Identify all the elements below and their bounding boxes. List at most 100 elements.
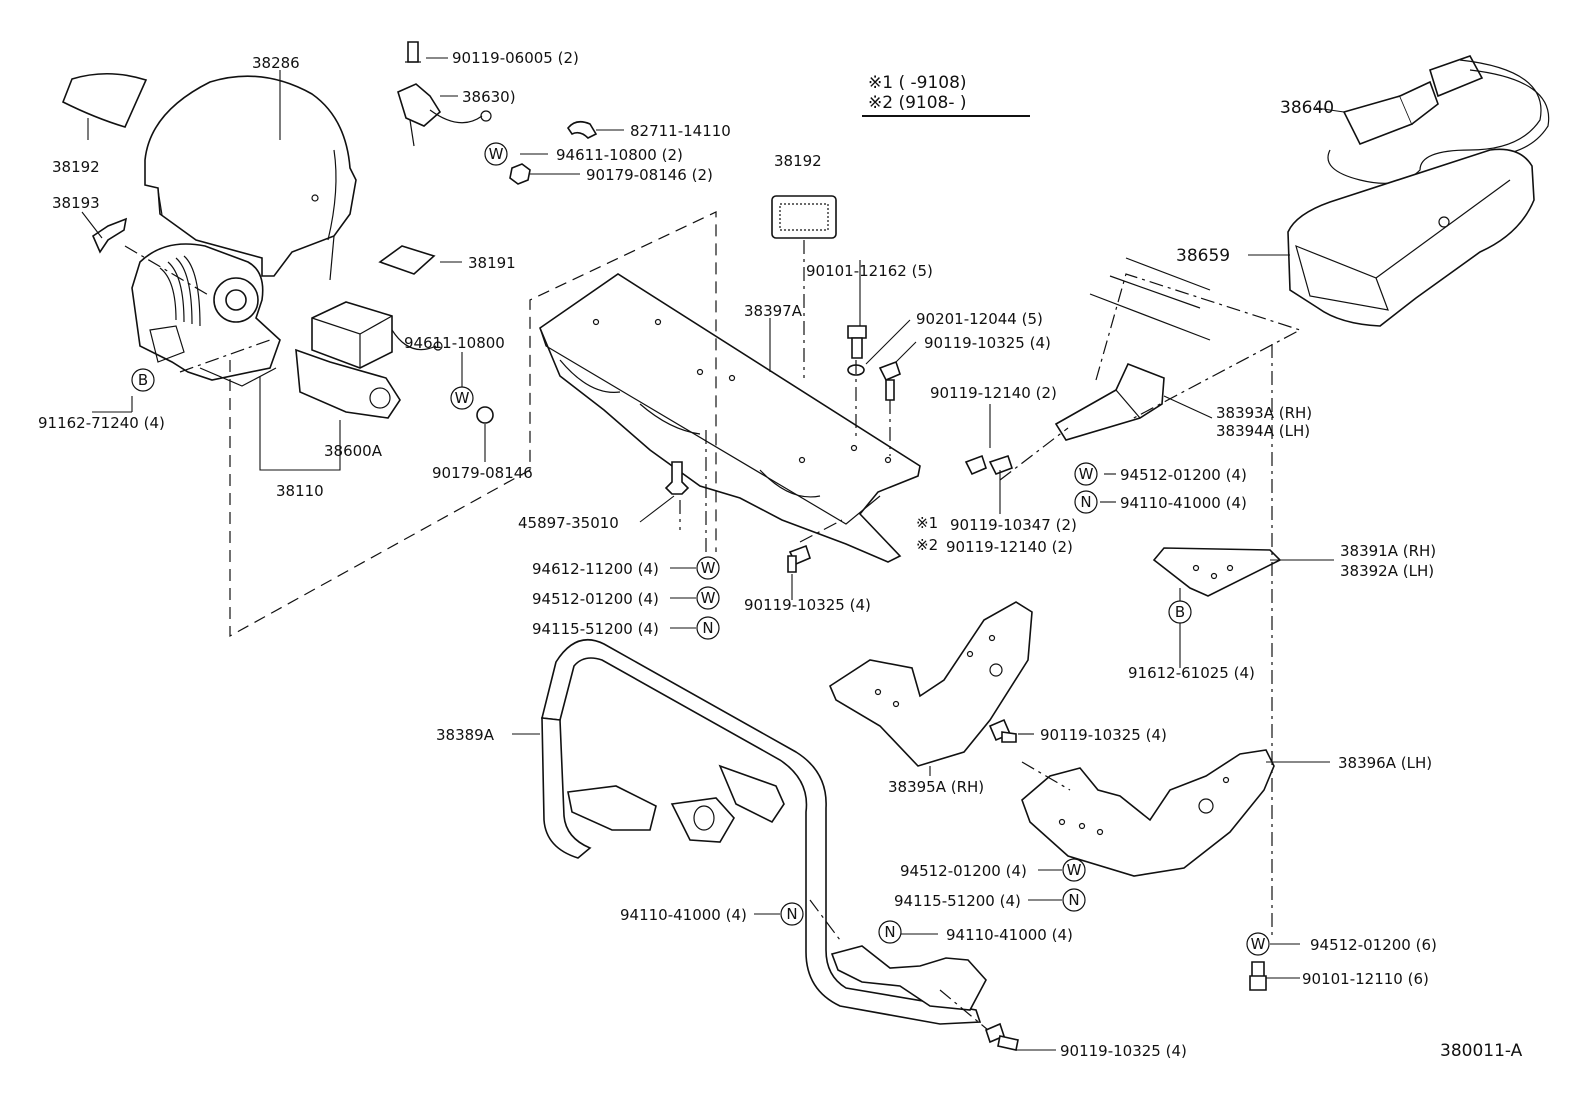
cover-seal-strip xyxy=(91,217,128,254)
label-38659: 38659 xyxy=(1176,246,1230,266)
label-38395a: 38395A (RH) xyxy=(888,778,984,796)
label-82711: 82711-14110 xyxy=(630,122,731,140)
bracket-38391a xyxy=(1152,547,1282,597)
label-mark-1: ※1 xyxy=(916,514,938,532)
nut-symbol: N xyxy=(696,616,720,640)
label-38389a: 38389A xyxy=(436,726,495,744)
legend-note-2: ※2 (9108- ) xyxy=(868,93,967,113)
label-38391a: 38391A (RH) xyxy=(1340,542,1436,560)
nut-symbol-text: N xyxy=(1068,891,1079,909)
nut-symbol-text: N xyxy=(786,905,797,923)
label-38392a: 38392A (LH) xyxy=(1340,562,1434,580)
label-94115-b: 94115-51200 (4) xyxy=(894,892,1021,910)
label-94512-c: 94512-01200 (4) xyxy=(900,862,1027,880)
label-90119-10325-b: 90119-10325 (4) xyxy=(744,596,871,614)
label-38396a: 38396A (LH) xyxy=(1338,754,1432,772)
wire-harness-38630 xyxy=(397,83,492,147)
washer-symbol: W xyxy=(484,142,508,166)
label-90119-12140-a: 90119-12140 (2) xyxy=(930,384,1057,402)
nut-symbol-text: N xyxy=(1080,493,1091,511)
bolt-90101-12110 xyxy=(1249,961,1267,991)
bolt-90119-mid xyxy=(988,718,1017,743)
nut-symbol: N xyxy=(1062,888,1086,912)
bolt-90119-bottom xyxy=(985,1022,1019,1051)
label-90101-12110: 90101-12110 (6) xyxy=(1302,970,1429,988)
label-90201: 90201-12044 (5) xyxy=(916,310,1043,328)
nut-assembly xyxy=(476,406,494,424)
label-38286: 38286 xyxy=(252,54,300,72)
nut-symbol: N xyxy=(780,902,804,926)
washer-symbol: W xyxy=(450,386,474,410)
label-90119-10325-c: 90119-10325 (4) xyxy=(1040,726,1167,744)
label-45897: 45897-35010 xyxy=(518,514,619,532)
nut-symbol: N xyxy=(878,920,902,944)
label-94611-2: 94611-10800 (2) xyxy=(556,146,683,164)
switch-bolt xyxy=(405,41,421,63)
washer-symbol: W xyxy=(1062,858,1086,882)
nut-symbol: N xyxy=(1074,490,1098,514)
nut-symbol-text: N xyxy=(702,619,713,637)
bolt-90119-bottom-cross xyxy=(787,544,811,573)
label-94110-c: 94110-41000 (4) xyxy=(946,926,1073,944)
legend-note-1: ※1 ( -9108) xyxy=(868,73,967,93)
washer-symbol-text: W xyxy=(489,145,504,163)
washer-symbol-text: W xyxy=(701,559,716,577)
bolt-90119-top xyxy=(878,360,901,401)
label-94110-a: 94110-41000 (4) xyxy=(1120,494,1247,512)
label-38600a: 38600A xyxy=(324,442,383,460)
label-90101-12162: 90101-12162 (5) xyxy=(806,262,933,280)
label-94611: 94611-10800 xyxy=(404,334,505,352)
label-mark-2: ※2 xyxy=(916,536,938,554)
label-94612: 94612-11200 (4) xyxy=(532,560,659,578)
label-38191: 38191 xyxy=(468,254,516,272)
nut-90179-top xyxy=(509,163,531,185)
washer-symbol: W xyxy=(1074,462,1098,486)
winch-cover-label-pad xyxy=(61,72,148,128)
nut-symbol-text: N xyxy=(884,923,895,941)
washer-symbol: W xyxy=(696,556,720,580)
label-90179-2: 90179-08146 (2) xyxy=(586,166,713,184)
washer-symbol-text: W xyxy=(1067,861,1082,879)
washer-symbol-text: W xyxy=(1251,935,1266,953)
bolt-90101-12162 xyxy=(847,325,867,359)
case-38659 xyxy=(1287,148,1535,327)
label-90119-06005: 90119-06005 (2) xyxy=(452,49,579,67)
label-38191 xyxy=(378,245,436,275)
washer-symbol-text: W xyxy=(1079,465,1094,483)
washer-symbol: W xyxy=(1246,932,1270,956)
label-90119-12140-b: 90119-12140 (2) xyxy=(946,538,1073,556)
solenoid-relay-box xyxy=(295,301,443,419)
washer-symbol-text: W xyxy=(701,589,716,607)
label-38193: 38193 xyxy=(52,194,100,212)
legend: ※1 ( -9108) ※2 (9108- ) xyxy=(862,73,1030,117)
label-38393a: 38393A (RH) xyxy=(1216,404,1312,422)
assembly-lines xyxy=(124,211,1302,1031)
label-94512-a: 94512-01200 (4) xyxy=(1120,466,1247,484)
label-90119-10325-d: 90119-10325 (4) xyxy=(1060,1042,1187,1060)
bolt-symbol-text: B xyxy=(138,371,148,389)
bracket-38393a xyxy=(1054,362,1165,441)
bolt-symbol: B xyxy=(131,368,155,392)
bolt-symbol: B xyxy=(1168,600,1192,624)
label-91162: 91162-71240 (4) xyxy=(38,414,165,432)
bolt-45897 xyxy=(664,461,690,495)
mount-bracket-38395a xyxy=(828,601,1033,767)
bumper-guard-38389a xyxy=(541,639,987,1025)
label-90119-10347: 90119-10347 (2) xyxy=(950,516,1077,534)
label-38110: 38110 xyxy=(276,482,324,500)
washer-symbol: W xyxy=(696,586,720,610)
leader-lines xyxy=(81,57,1345,1051)
winch-motor-drum xyxy=(131,243,281,387)
winch-cover xyxy=(144,75,357,281)
plate-38192-center xyxy=(771,195,837,239)
diagram-id: 380011-A xyxy=(1440,1041,1523,1061)
label-90119-10325-a: 90119-10325 (4) xyxy=(924,334,1051,352)
bolts-90119-10347 xyxy=(964,454,1014,476)
label-38397a: 38397A xyxy=(744,302,803,320)
label-90179: 90179-08146 xyxy=(432,464,533,482)
mount-bracket-38396a xyxy=(1021,749,1275,877)
label-38192-center: 38192 xyxy=(774,152,822,170)
label-94512-b: 94512-01200 (4) xyxy=(532,590,659,608)
label-38630: 38630) xyxy=(462,88,516,106)
